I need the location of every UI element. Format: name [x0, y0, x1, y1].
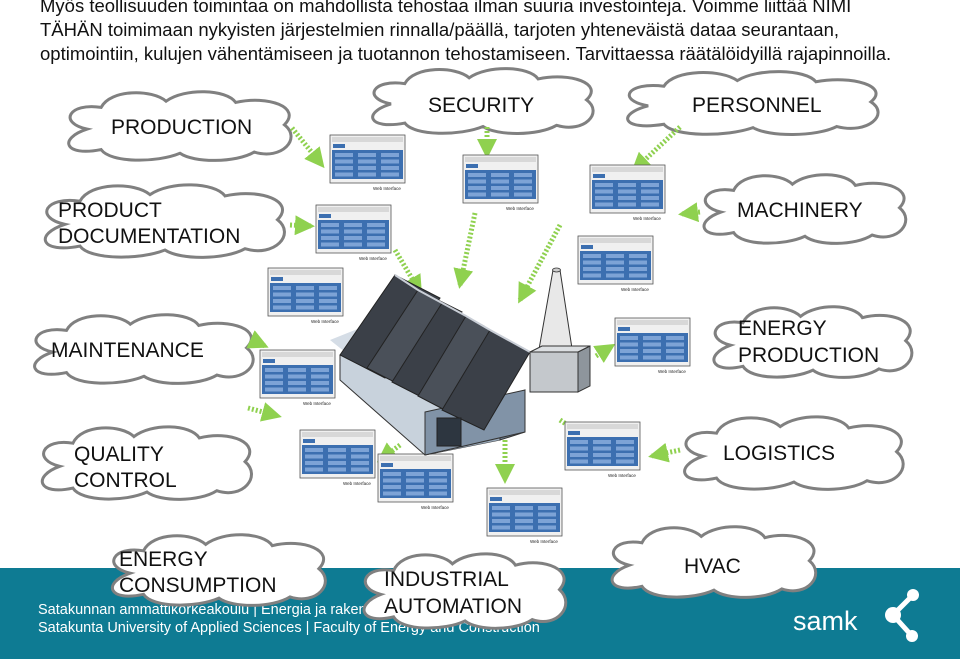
cloud-product-documentation — [43, 183, 286, 259]
green-arrow — [289, 215, 315, 236]
intro-paragraph: Myös teollisuuden toimintaa on mahdollis… — [40, 0, 892, 64]
web-interface-caption: Web Interface — [373, 186, 401, 191]
footer-line-2: Satakunta University of Applied Sciences… — [38, 620, 540, 636]
cloud-logistics — [683, 415, 905, 491]
cloud-personnel — [626, 70, 880, 137]
web-interface-caption: Web Interface — [530, 539, 558, 544]
web-interface-caption: Web Interface — [608, 473, 636, 478]
web-interface-screenshot: Web Interface — [486, 487, 563, 544]
cloud-label-maintenance: MAINTENANCE — [51, 339, 204, 362]
green-arrow — [678, 202, 701, 223]
cloud-label-machinery: MACHINERY — [737, 199, 863, 222]
web-interface-screenshot: Web Interface — [614, 317, 691, 374]
web-interface-caption: Web Interface — [658, 369, 686, 374]
cloud-label-production: PRODUCTION — [111, 116, 253, 139]
web-interface-caption: Web Interface — [506, 206, 534, 211]
green-arrow — [247, 402, 282, 422]
cloud-label-energy-production-line1: ENERGY — [738, 317, 827, 340]
web-interface-caption: Web Interface — [303, 401, 331, 406]
web-interface-caption: Web Interface — [621, 287, 649, 292]
green-arrow — [593, 343, 616, 363]
cloud-label-industrial-automation-line2: AUTOMATION — [384, 595, 523, 618]
samk-logo-text: samk — [793, 606, 858, 636]
green-arrow — [453, 212, 478, 289]
cloud-label-product-documentation-line1: PRODUCT — [58, 199, 162, 222]
green-arrow — [246, 330, 269, 349]
green-arrow — [648, 442, 681, 463]
web-interface-screenshot: Web Interface — [267, 267, 344, 324]
web-interface-caption: Web Interface — [311, 319, 339, 324]
cloud-machinery — [702, 173, 908, 245]
cloud-production — [67, 90, 293, 162]
green-arrow — [392, 248, 423, 296]
cloud-energy-production — [712, 305, 914, 379]
web-interface-screenshot: Web Interface — [589, 164, 666, 221]
web-interface-screenshot: Web Interface — [299, 429, 376, 486]
web-interface-caption: Web Interface — [421, 505, 449, 510]
cloud-label-industrial-automation-line1: INDUSTRIAL — [384, 568, 509, 591]
web-interface-screenshot: Web Interface — [577, 235, 654, 292]
web-interface-screenshot: Web Interface — [462, 154, 539, 211]
cloud-label-logistics: LOGISTICS — [723, 442, 836, 465]
web-interface-caption: Web Interface — [343, 481, 371, 486]
web-interface-caption: Web Interface — [359, 256, 387, 261]
cloud-security — [371, 67, 595, 135]
green-arrow — [290, 126, 325, 169]
web-interface-screenshot: Web Interface — [259, 349, 336, 406]
cloud-quality-control — [40, 425, 253, 501]
cloud-label-energy-production-line2: PRODUCTION — [738, 344, 880, 367]
web-interface-screenshot: Web Interface — [377, 453, 454, 510]
web-interface-screenshot: Web Interface — [329, 134, 406, 191]
web-interface-caption: Web Interface — [633, 216, 661, 221]
web-interface-screenshot: Web Interface — [315, 204, 392, 261]
cloud-label-product-documentation-line2: DOCUMENTATION — [58, 225, 241, 248]
web-interface-screenshot: Web Interface — [564, 421, 641, 478]
cloud-label-hvac: HVAC — [684, 555, 741, 578]
clouds-layer — [33, 67, 914, 501]
cloud-label-quality-control-line1: QUALITY — [74, 443, 164, 466]
cloud-label-security: SECURITY — [428, 94, 535, 117]
green-arrow — [631, 125, 682, 173]
cloud-label-energy-consumption-line2: CONSUMPTION — [119, 574, 277, 597]
cloud-label-quality-control-line2: CONTROL — [74, 469, 177, 492]
cloud-label-personnel: PERSONNEL — [692, 94, 822, 117]
cloud-label-energy-consumption-line1: ENERGY — [119, 548, 208, 571]
footer-line-1: Satakunnan ammattikorkeakoulu | Energia … — [38, 602, 419, 618]
factory-illustration — [330, 267, 591, 456]
